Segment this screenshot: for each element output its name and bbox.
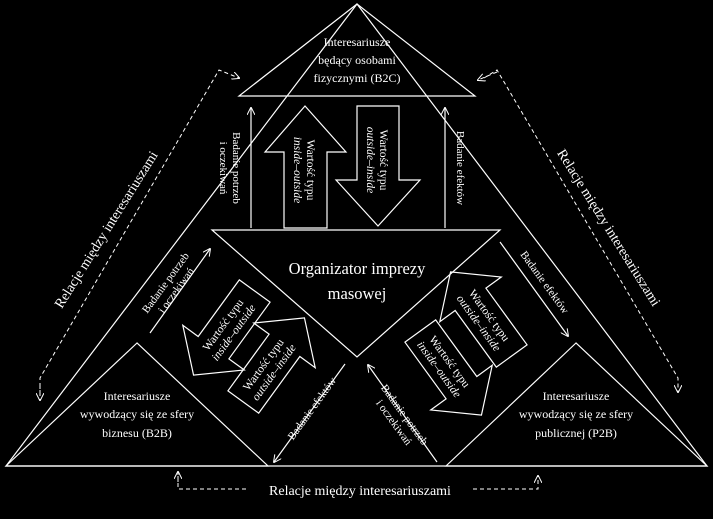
b2c-label-line3: fizycznymi (B2C) xyxy=(314,71,401,85)
left-value-out-block-arrow xyxy=(181,279,271,376)
top-needs-label-line2: i oczekiwań xyxy=(217,142,229,195)
outer-triangle xyxy=(4,3,709,467)
left-effects-arrow xyxy=(274,363,346,462)
b2b-triangle xyxy=(4,342,270,467)
top-value-in-block-arrow xyxy=(334,105,422,227)
b2c-label-line2: będący osobami xyxy=(318,53,396,67)
top-needs-label-line1: Badanie potrzeb xyxy=(230,132,242,204)
top-value-out-label-line2: inside–outside xyxy=(291,137,303,203)
left-needs-arrow xyxy=(149,249,210,334)
right-effects-label: Badanie efektów xyxy=(518,249,571,316)
b2b-label-line1: Interesariusze xyxy=(104,389,171,403)
top-effects-label: Badanie efektów xyxy=(454,131,466,205)
left-effects-label: Badanie efektów xyxy=(286,375,339,442)
left-relations-label: Relacje między interesariuszami xyxy=(52,149,161,311)
b2b-label-line3: biznesu (B2B) xyxy=(102,426,172,440)
top-value-out-block-arrow xyxy=(263,105,348,229)
right-needs-arrow xyxy=(368,365,438,463)
b2c-triangle xyxy=(237,3,477,97)
right-value-out-block-arrow xyxy=(404,319,494,416)
p2b-label-line3: publicznej (P2B) xyxy=(535,426,617,440)
p2b-label-line2: wywodzący się ze sfery xyxy=(519,407,633,421)
organizer-label-line2: masowej xyxy=(328,284,387,303)
organizer-triangle xyxy=(210,229,502,358)
top-value-in-label-line1: Wartość typu xyxy=(377,130,389,191)
right-effects-arrow xyxy=(499,241,568,336)
right-relations-dashed-arrow xyxy=(483,69,678,392)
b2c-label-line1: Interesariusze xyxy=(324,35,391,49)
right-value-in-block-arrow xyxy=(438,271,528,368)
right-relations-dashed-arrow-start xyxy=(478,71,498,80)
organizer-label-line1: Organizator imprezy xyxy=(289,259,426,278)
p2b-triangle xyxy=(444,342,709,467)
left-value-in-block-arrow xyxy=(227,317,317,414)
top-value-in-label-line2: outside–inside xyxy=(364,127,376,193)
top-value-out-label-line1: Wartość typu xyxy=(304,140,316,201)
p2b-label-line1: Interesariusze xyxy=(543,389,610,403)
bottom-relations-label-bg xyxy=(248,482,472,498)
bottom-relations-label: Relacje między interesariuszami xyxy=(269,484,451,499)
b2b-label-line2: wywodzący się ze sfery xyxy=(80,407,194,421)
